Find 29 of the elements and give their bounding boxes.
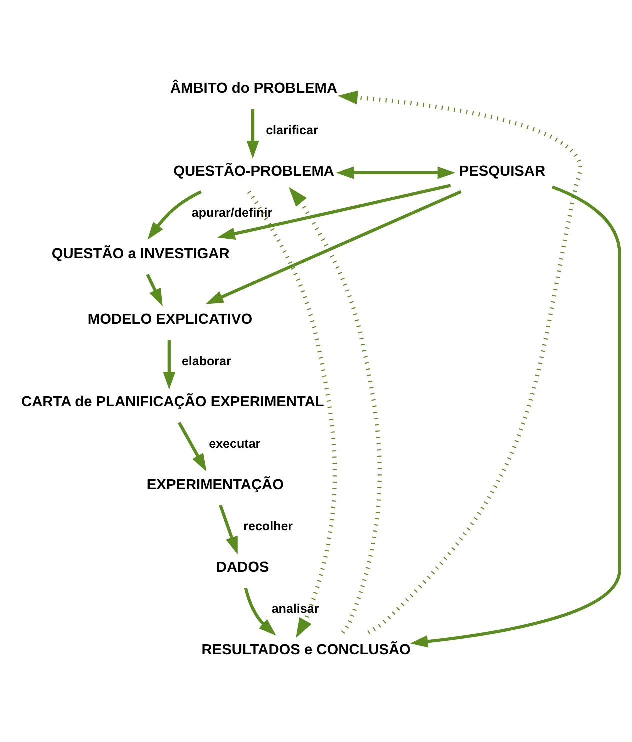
arrow [178, 422, 206, 472]
arrow [410, 186, 621, 648]
edge-label: analisar [271, 602, 319, 616]
node-text: RESULTADOS e CONCLUSÃO [201, 642, 410, 658]
arrow [216, 184, 451, 240]
arrow [337, 90, 582, 634]
arrow [146, 274, 162, 307]
arrow [162, 340, 176, 390]
node-text: EXPERIMENTAÇÃO [146, 477, 284, 494]
arrow [218, 504, 238, 555]
edge-label: apurar/definir [191, 206, 272, 220]
arrow [288, 187, 382, 634]
edge-label: recolher [243, 519, 293, 534]
arrow [244, 588, 276, 636]
edge-label: executar [208, 436, 260, 451]
arrow [336, 166, 456, 180]
node-text: QUESTÃO-PROBLEMA [173, 164, 334, 180]
arrow [246, 190, 337, 638]
node-text: CARTA de PLANIFICAÇÃO EXPERIMENTAL [21, 394, 324, 411]
node-text: DADOS [216, 560, 269, 576]
edge-label: elaborar [181, 354, 231, 368]
node-text: MODELO EXPLICATIVO [87, 312, 252, 328]
arrow [205, 190, 462, 304]
arrow [147, 190, 202, 240]
node-text: ÂMBITO do PROBLEMA [170, 81, 338, 98]
node-text: QUESTÃO a INVESTIGAR [51, 246, 230, 262]
arrow [246, 109, 259, 159]
edge-label: clarificar [266, 123, 318, 138]
node-text: PESQUISAR [458, 164, 546, 180]
